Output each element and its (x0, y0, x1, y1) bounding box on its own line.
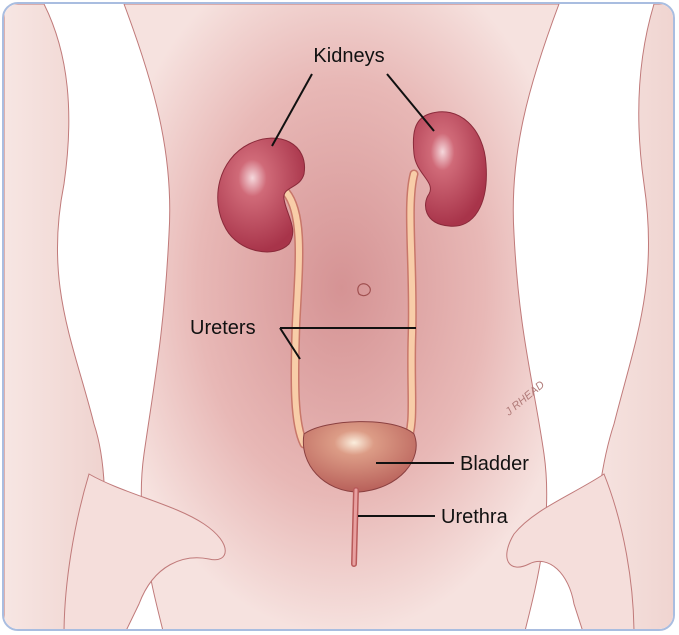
label-bladder: Bladder (460, 453, 529, 475)
label-ureters: Ureters (190, 317, 256, 339)
label-urethra: Urethra (441, 506, 509, 528)
label-kidneys: Kidneys (313, 45, 384, 67)
urinary-system-illustration: J RHEAD Kidneys Ureters Bladder Urethra (4, 4, 675, 631)
